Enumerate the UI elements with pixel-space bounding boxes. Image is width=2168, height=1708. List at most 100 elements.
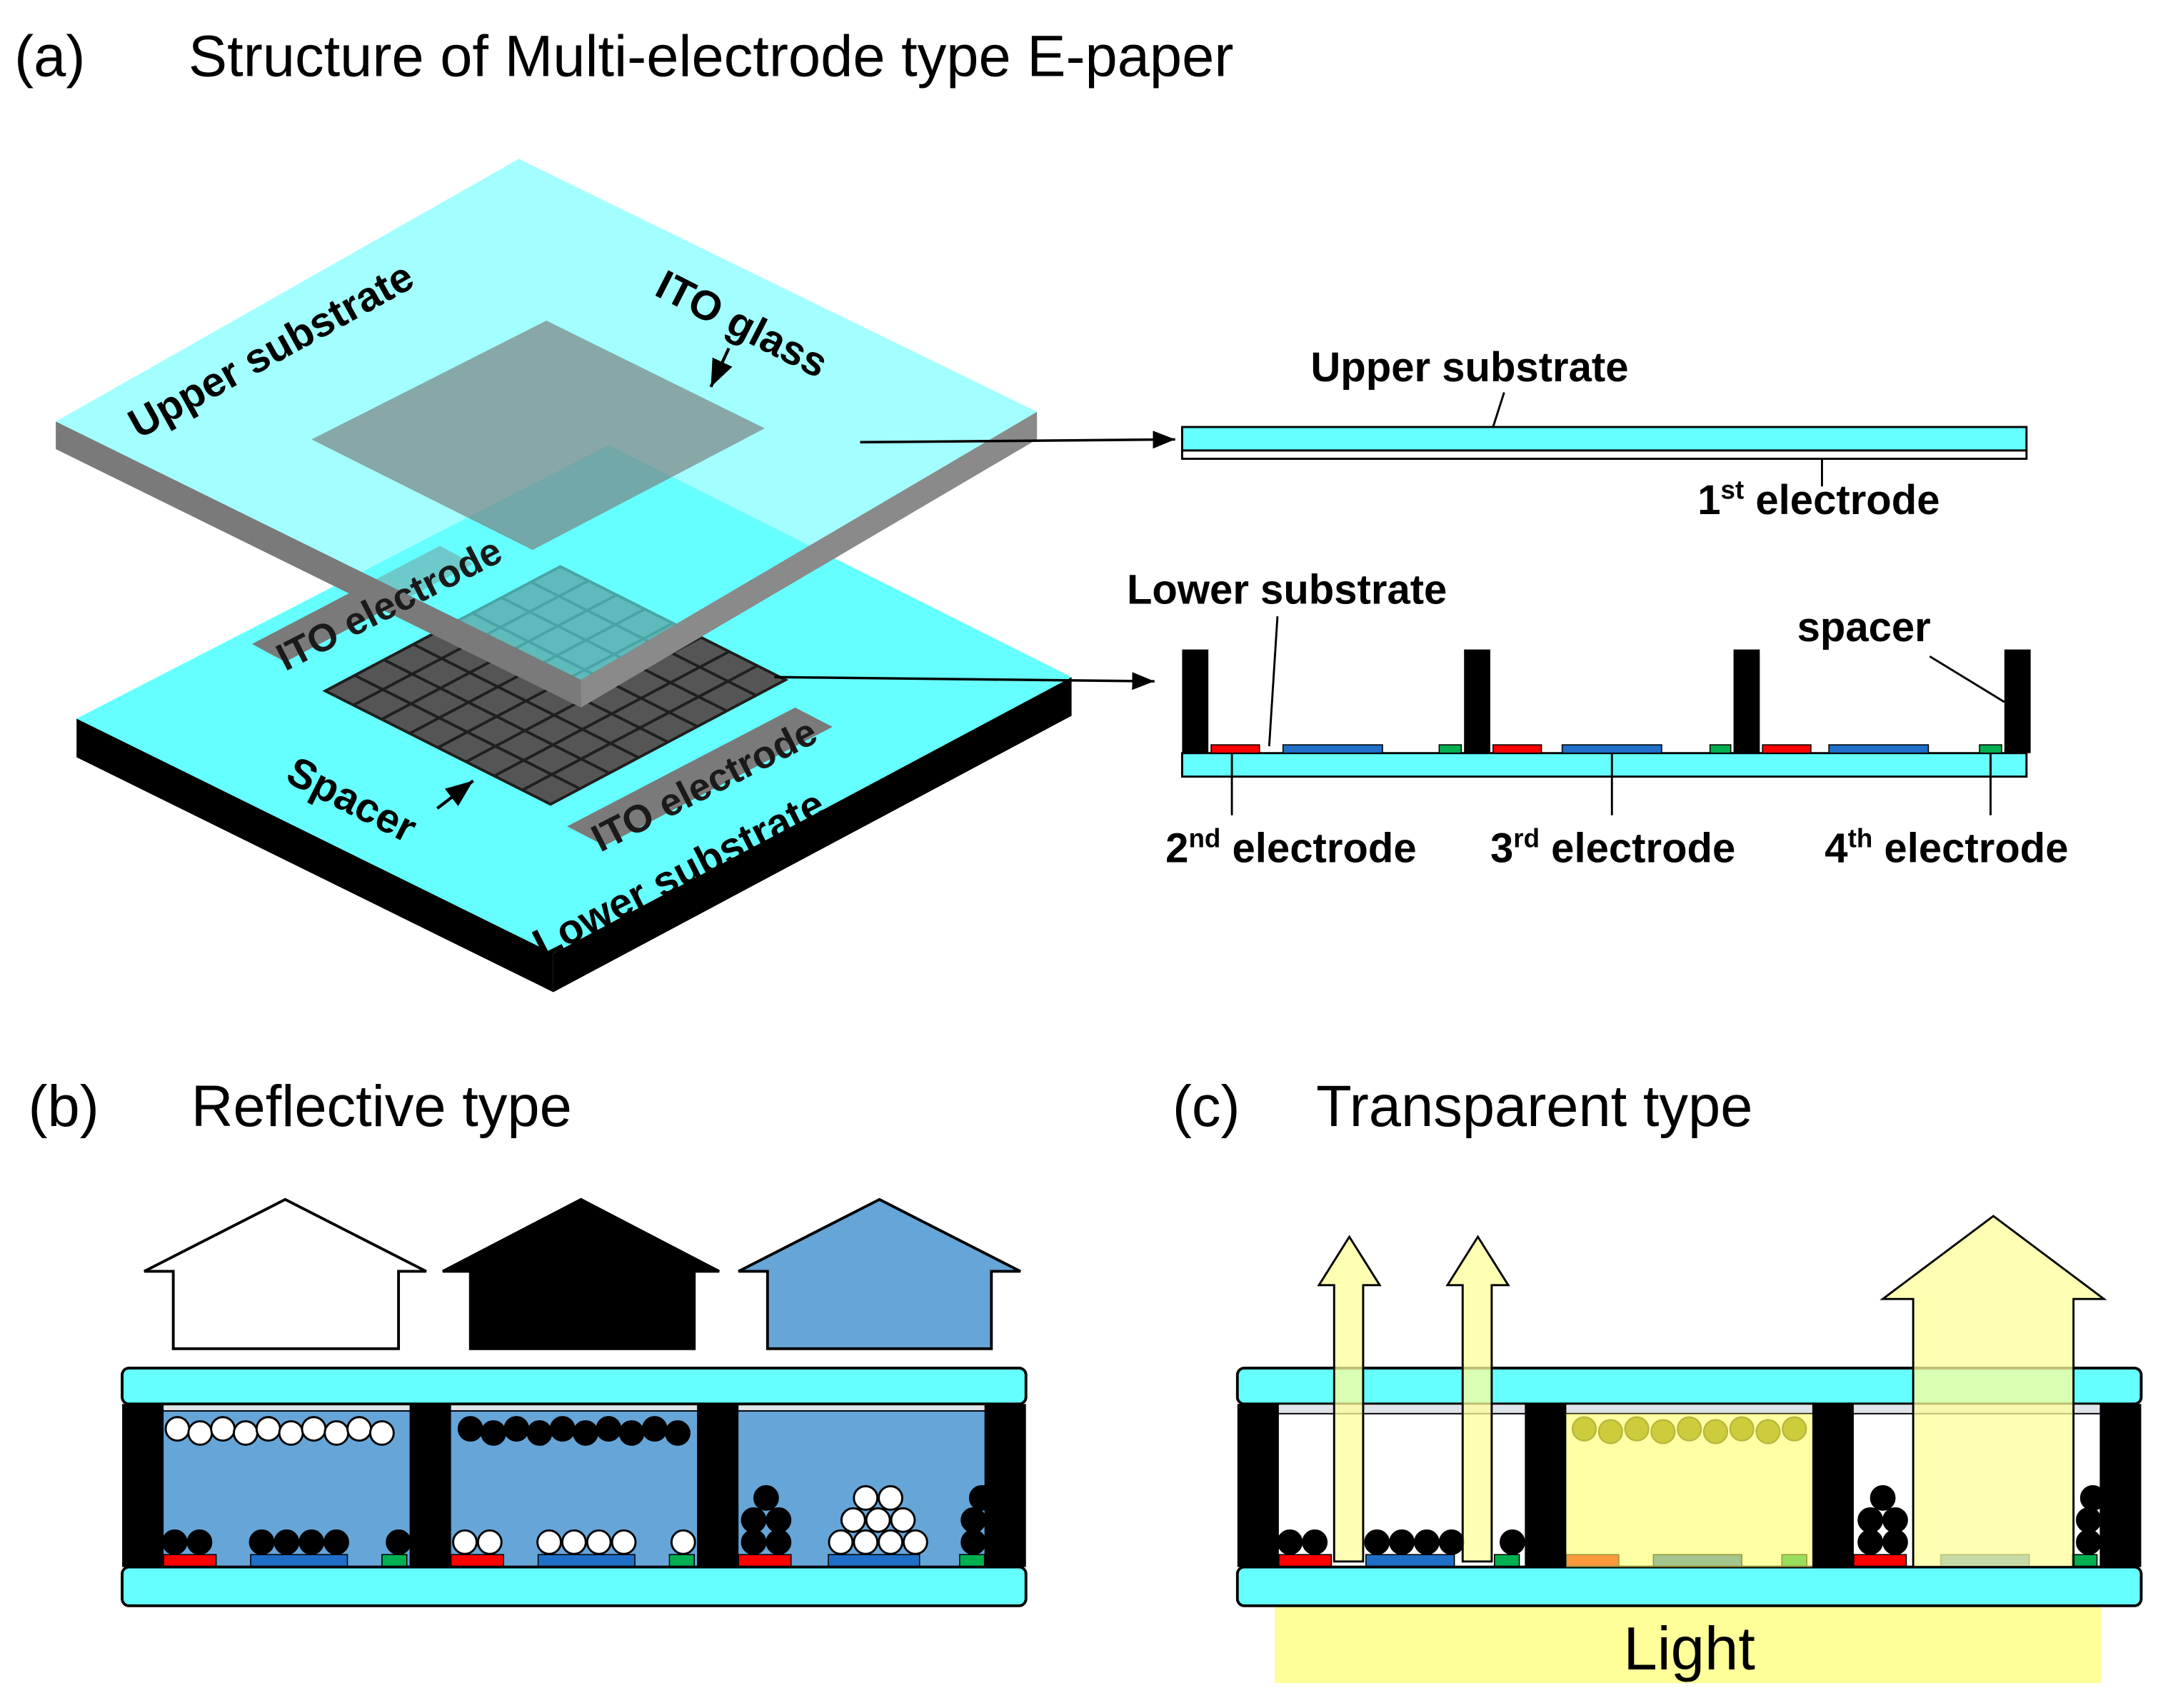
black-particle xyxy=(386,1529,412,1555)
black-particle xyxy=(596,1416,622,1442)
cell-c-spacer-4 xyxy=(2099,1404,2142,1567)
black-particle xyxy=(457,1416,483,1442)
white-particle xyxy=(368,1420,395,1446)
cell-b-spacer-2 xyxy=(409,1404,451,1567)
white-particle xyxy=(187,1420,214,1446)
light-label: Light xyxy=(1623,1615,1755,1683)
electrode-blue-1 xyxy=(1282,744,1383,754)
white-particle xyxy=(536,1529,562,1555)
cell-b-electrode-green-2 xyxy=(668,1554,696,1568)
light-arrow-2 xyxy=(1445,1235,1510,1563)
panel-a: (a) Structure of Multi-electrode type E-… xyxy=(14,24,2069,993)
cell-c-spacer-3 xyxy=(1812,1404,1854,1567)
upper-substrate-side-right xyxy=(581,411,1038,708)
black-particle xyxy=(1414,1529,1440,1555)
ito-electrode-strip-right xyxy=(567,707,833,846)
lower-substrate-side-right xyxy=(553,677,1072,993)
black-particle xyxy=(1500,1529,1525,1555)
light-through-center-cell xyxy=(1566,1413,1812,1567)
cell-b-bottom-particles xyxy=(161,1485,995,1555)
black-particle xyxy=(273,1529,300,1555)
white-particle xyxy=(840,1507,866,1533)
panel-a-letter: (a) xyxy=(14,24,85,89)
panel-b-letter: (b) xyxy=(28,1074,99,1139)
black-particle xyxy=(1870,1485,1896,1511)
white-particle xyxy=(255,1416,281,1442)
electrode-red-2 xyxy=(1492,744,1542,754)
spacer-wall-1 xyxy=(1182,649,1209,753)
arrow-ito-glass xyxy=(709,347,733,388)
white-particle xyxy=(865,1507,891,1533)
upper-substrate-bar xyxy=(1180,426,2028,452)
upper-cross-section: Upper substrate 1st electrode xyxy=(1180,344,2028,523)
reflected-blue-arrow xyxy=(738,1197,1021,1350)
upper-substrate-side-left xyxy=(56,421,581,708)
cell-b-top-particles xyxy=(164,1416,691,1446)
black-particle xyxy=(766,1507,792,1533)
spacer-wall-4 xyxy=(2004,649,2031,753)
black-particle xyxy=(960,1507,987,1533)
cell-c-electrode-green-3 xyxy=(2071,1554,2098,1568)
white-particle xyxy=(278,1420,304,1446)
reflected-black-arrow xyxy=(442,1197,720,1350)
reflected-white-arrow xyxy=(144,1197,427,1350)
black-particle xyxy=(249,1529,275,1555)
black-particle xyxy=(665,1420,691,1446)
black-particle xyxy=(753,1485,779,1511)
arrow-spacer xyxy=(436,779,474,810)
white-particle xyxy=(561,1529,587,1555)
black-particle xyxy=(960,1529,987,1555)
cell-b-electrode-blue-3 xyxy=(828,1554,920,1568)
black-particle xyxy=(481,1420,506,1446)
white-particle xyxy=(476,1529,503,1555)
panel-c-letter: (c) xyxy=(1173,1074,1240,1139)
electrode-blue-2 xyxy=(1561,744,1662,754)
panel-b: (b) Reflective type xyxy=(28,1074,1028,1607)
label-lower-substrate-section: Lower substrate xyxy=(1127,567,1447,613)
cell-b-lower-substrate xyxy=(121,1565,1028,1607)
white-particle xyxy=(878,1529,903,1555)
cell-b-upper-substrate xyxy=(121,1366,1028,1406)
black-particle xyxy=(2076,1507,2102,1533)
white-particle xyxy=(890,1507,916,1533)
light-arrow-1 xyxy=(1317,1235,1382,1563)
cell-c-electrode-blue-1 xyxy=(1365,1554,1455,1568)
label-fourth-electrode: 4th electrode xyxy=(1825,823,2068,871)
white-particle xyxy=(452,1529,478,1555)
cell-b-spacer-1 xyxy=(122,1404,164,1567)
electrode-green-1 xyxy=(1438,744,1462,754)
black-particle xyxy=(1857,1529,1884,1555)
ito-glass-region xyxy=(311,320,765,551)
perspective-view: Upper substrate ITO glass ITO electrode … xyxy=(56,159,1175,993)
label-first-electrode: 1st electrode xyxy=(1697,476,1939,523)
black-particle xyxy=(1882,1529,1908,1555)
lower-substrate-side-left xyxy=(76,718,553,993)
light-source-band xyxy=(1275,1602,2102,1684)
black-particle xyxy=(1277,1529,1303,1555)
arrow-to-lower-section xyxy=(774,672,1155,690)
cell-b-spacer-4 xyxy=(984,1404,1026,1567)
light-arrow-3 xyxy=(1880,1215,2107,1569)
black-particle xyxy=(298,1529,325,1555)
lower-substrate-bar xyxy=(1180,752,2028,778)
black-particle xyxy=(186,1529,213,1555)
black-particle xyxy=(323,1529,349,1555)
white-particle xyxy=(164,1416,191,1442)
panel-b-title: Reflective type xyxy=(191,1074,572,1139)
cell-b-electrode-green-1 xyxy=(381,1554,408,1568)
black-particle xyxy=(641,1416,668,1442)
spacer-grid-line xyxy=(521,664,758,792)
spacer-wall-2 xyxy=(1464,649,1490,753)
cell-b-electrode-blue-1 xyxy=(250,1554,348,1568)
black-particle xyxy=(2076,1529,2102,1555)
panel-a-title: Structure of Multi-electrode type E-pape… xyxy=(189,24,1233,89)
electrode-red-3 xyxy=(1762,744,1812,754)
cell-c-electrode-red-1 xyxy=(1278,1554,1333,1568)
lower-cross-section: Lower substrate spacer 2nd electrode 3rd… xyxy=(1127,567,2069,872)
cell-b-electrode-red-2 xyxy=(450,1554,504,1568)
white-particle xyxy=(828,1529,854,1555)
cell-c-spacer-2 xyxy=(1525,1404,1567,1567)
white-particle xyxy=(902,1529,928,1555)
black-particle xyxy=(1389,1529,1415,1555)
